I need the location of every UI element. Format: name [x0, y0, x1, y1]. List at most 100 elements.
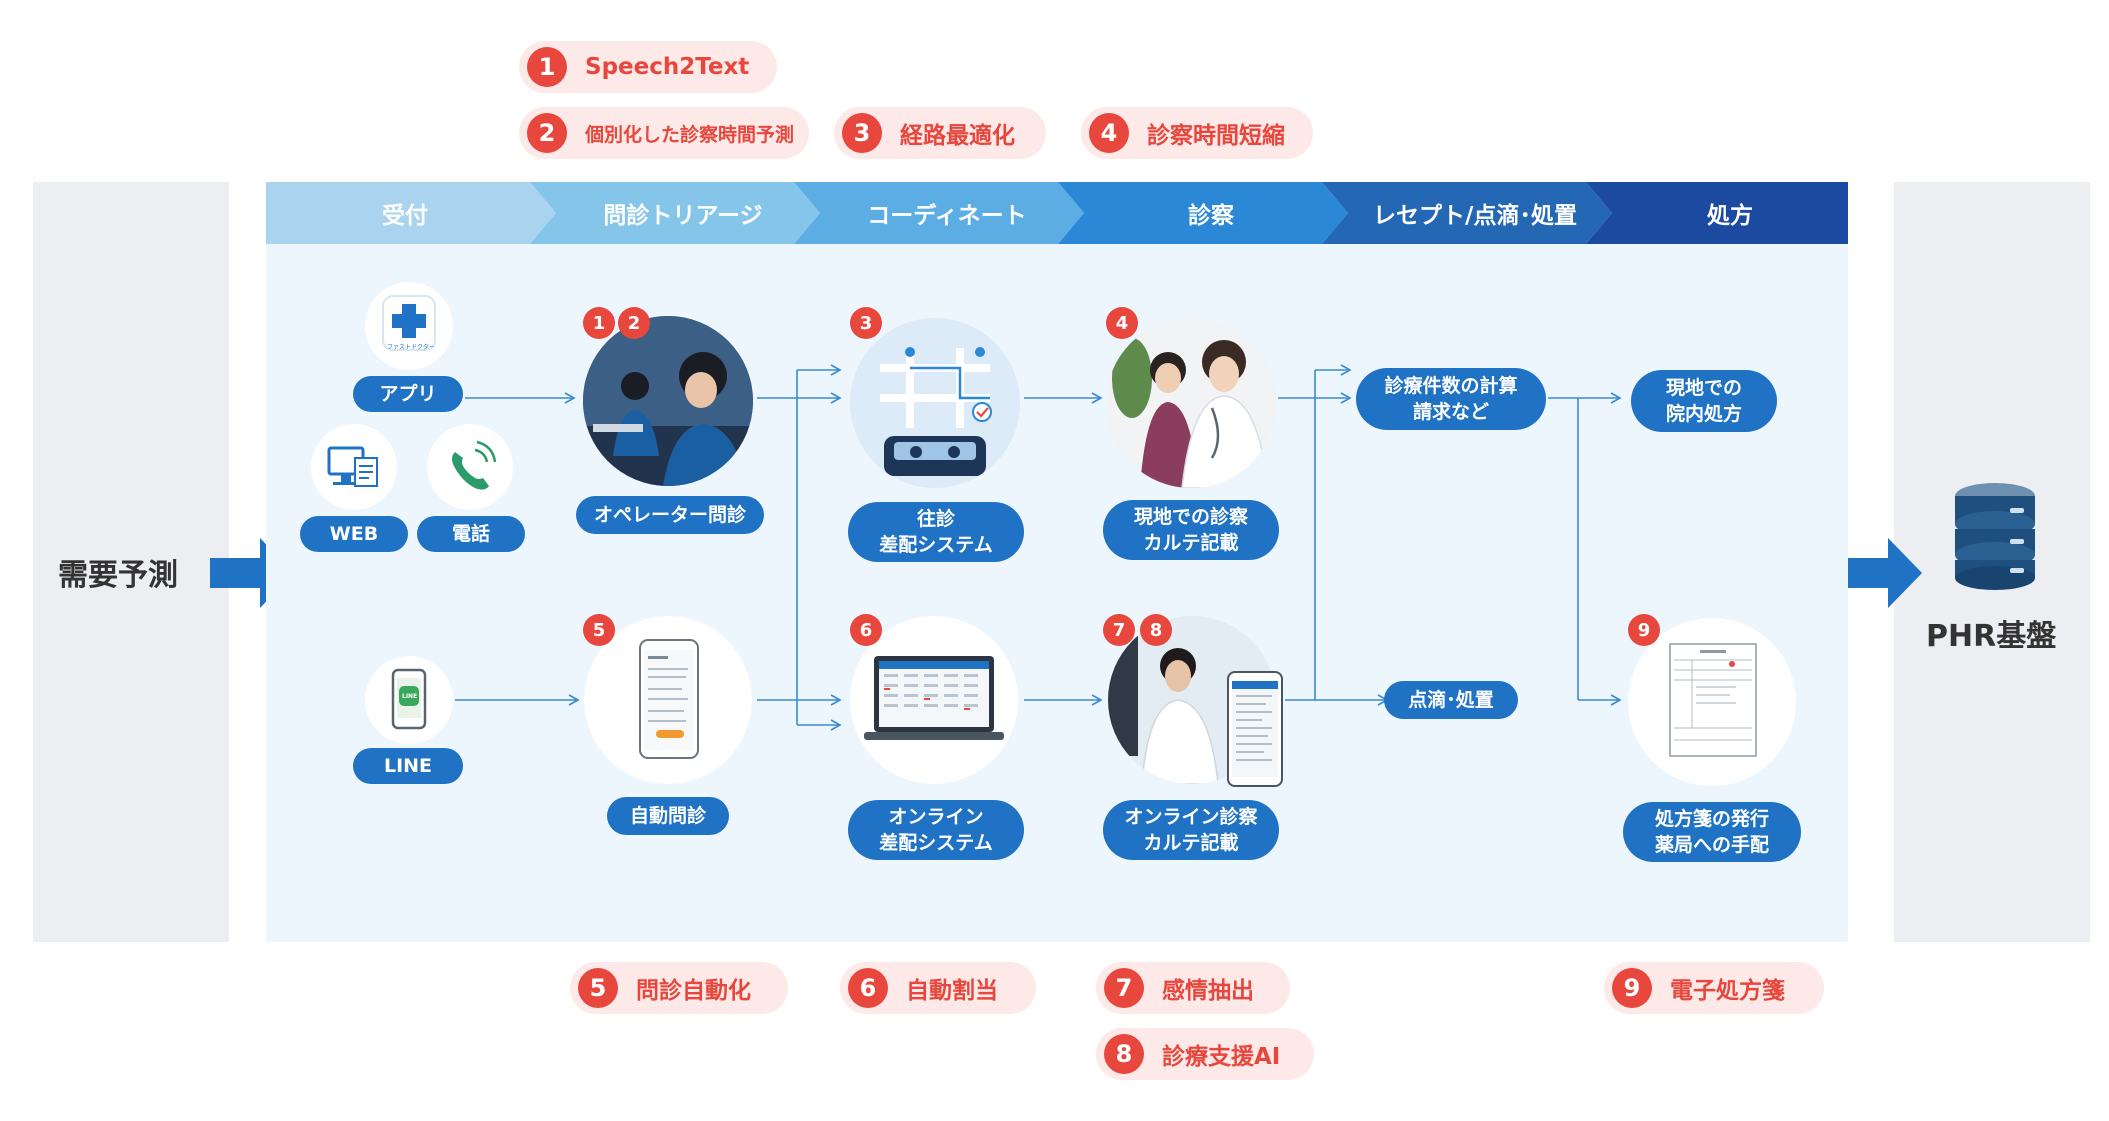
line-channel-label: LINE	[353, 748, 463, 784]
stage-segment	[1586, 182, 1848, 244]
line-app-icon	[391, 668, 427, 730]
feature-label: Speech2Text	[585, 54, 750, 80]
label-line: 往診	[916, 508, 955, 530]
label-line: 診療件数の計算	[1384, 375, 1518, 397]
feature-label: 経路最適化	[900, 123, 1015, 149]
auto-interview-illustration	[584, 616, 752, 784]
stage-receipt-treatment: レセプト/点滴･処置	[1373, 203, 1577, 229]
home-dispatch-label: 往診 差配システム	[848, 502, 1024, 562]
ai-feature-badge: 2	[618, 307, 650, 339]
label-line: 現地での診察	[1133, 506, 1248, 528]
onsite-exam-photo	[1106, 318, 1276, 488]
smartphone-chart-icon	[1227, 671, 1283, 787]
home-dispatch-illustration	[850, 318, 1020, 488]
stage-segment	[266, 182, 556, 244]
route-map-car-icon	[850, 318, 1020, 488]
operator-photo	[583, 316, 753, 486]
feature-emotion-extraction: 7 感情抽出	[1096, 962, 1290, 1014]
label-line: 請求など	[1412, 401, 1489, 423]
demand-forecast-column	[33, 182, 229, 942]
feature-personalized-time-prediction: 2 個別化した診察時間予測	[519, 107, 809, 159]
app-icon-text: ファストドクター	[387, 344, 435, 351]
phr-platform-label: PHR基盤	[1926, 619, 2057, 654]
stage-triage: 問診トリアージ	[603, 203, 763, 229]
ai-feature-badge: 3	[850, 307, 882, 339]
prescription-document-icon	[1669, 643, 1757, 757]
stage-coordinate: コーディネート	[867, 203, 1027, 229]
onsite-exam-label: 現地での診察 カルテ記載	[1103, 500, 1279, 560]
feature-label: 感情抽出	[1162, 978, 1254, 1004]
line-channel-icon: LINE	[365, 656, 453, 744]
online-exam-label: オンライン診察 カルテ記載	[1103, 800, 1279, 860]
billing-label: 診療件数の計算 請求など	[1356, 368, 1546, 430]
feature-e-prescription: 9 電子処方箋	[1604, 962, 1824, 1014]
feature-auto-assignment: 6 自動割当	[840, 962, 1036, 1014]
feature-label: 診察時間短縮	[1147, 123, 1285, 149]
label-line: 薬局への手配	[1654, 834, 1769, 856]
ai-feature-badge: 5	[583, 614, 615, 646]
web-channel-icon	[311, 424, 397, 510]
ai-feature-badge: 4	[1106, 307, 1138, 339]
database-icon	[1955, 483, 2035, 590]
app-channel-label: アプリ	[353, 376, 463, 412]
feature-exam-time-reduction: 4 診察時間短縮	[1081, 107, 1313, 159]
feature-label: 問診自動化	[636, 978, 751, 1004]
e-prescription-label: 処方箋の発行 薬局への手配	[1623, 802, 1801, 862]
label-line: オンライン	[888, 806, 984, 828]
feature-speech2text: 1 Speech2Text	[519, 41, 777, 93]
online-doctor-illustration	[1108, 616, 1276, 784]
stage-prescription: 処方	[1707, 203, 1753, 229]
e-prescription-illustration	[1628, 618, 1796, 786]
auto-interview-label: 自動問診	[607, 797, 729, 835]
ai-feature-badge: 7	[1103, 614, 1135, 646]
fast-doctor-app-icon	[382, 295, 436, 351]
feature-number: 5	[578, 968, 618, 1008]
label-line: 院内処方	[1665, 403, 1742, 425]
phone-channel-label: 電話	[417, 516, 525, 552]
stage-examination: 診察	[1188, 203, 1234, 229]
stage-segment	[794, 182, 1084, 244]
stage-header-bar	[266, 182, 1848, 244]
feature-label: 個別化した診察時間予測	[585, 123, 795, 146]
online-dispatch-label: オンライン 差配システム	[848, 800, 1024, 860]
feature-clinical-support-ai: 8 診療支援AI	[1096, 1028, 1314, 1080]
feature-number: 3	[842, 113, 882, 153]
demand-forecast-label: 需要予測	[58, 558, 178, 593]
label-line: 差配システム	[879, 534, 993, 556]
feature-number: 7	[1104, 968, 1144, 1008]
onsite-prescription-label: 現地での 院内処方	[1631, 370, 1777, 432]
stage-reception: 受付	[382, 203, 428, 229]
feature-label: 自動割当	[906, 978, 998, 1004]
ai-feature-badge: 8	[1140, 614, 1172, 646]
phone-icon	[452, 440, 497, 490]
drip-treatment-label: 点滴･処置	[1384, 681, 1518, 719]
operator-photo-illustration	[583, 316, 753, 486]
label-line: カルテ記載	[1143, 532, 1239, 554]
label-line: オンライン診察	[1124, 806, 1258, 828]
ai-feature-badge: 1	[583, 307, 615, 339]
computer-icon	[327, 446, 378, 487]
arrow-right-icon	[1838, 538, 1922, 608]
feature-number: 8	[1104, 1034, 1144, 1074]
web-channel-label: WEB	[300, 516, 408, 552]
feature-label: 診療支援AI	[1162, 1044, 1281, 1070]
label-line: カルテ記載	[1143, 832, 1239, 854]
stage-segment	[530, 182, 820, 244]
doctor-nurse-illustration	[1106, 318, 1276, 488]
ai-feature-badge: 9	[1628, 614, 1660, 646]
online-dispatch-illustration	[850, 616, 1018, 784]
feature-interview-automation: 5 問診自動化	[570, 962, 788, 1014]
laptop-dashboard-icon	[864, 656, 1004, 740]
feature-number: 4	[1089, 113, 1129, 153]
label-line: 現地での	[1665, 377, 1742, 399]
smartphone-questionnaire-icon	[639, 639, 699, 759]
feature-label: 電子処方箋	[1670, 978, 1785, 1004]
feature-number: 2	[527, 113, 567, 153]
feature-number: 1	[527, 47, 567, 87]
operator-interview-label: オペレーター問診	[576, 496, 764, 534]
phone-channel-icon	[427, 424, 513, 510]
feature-route-optimization: 3 経路最適化	[834, 107, 1046, 159]
app-channel-icon: ファストドクター	[365, 282, 453, 370]
stage-segment	[1058, 182, 1348, 244]
